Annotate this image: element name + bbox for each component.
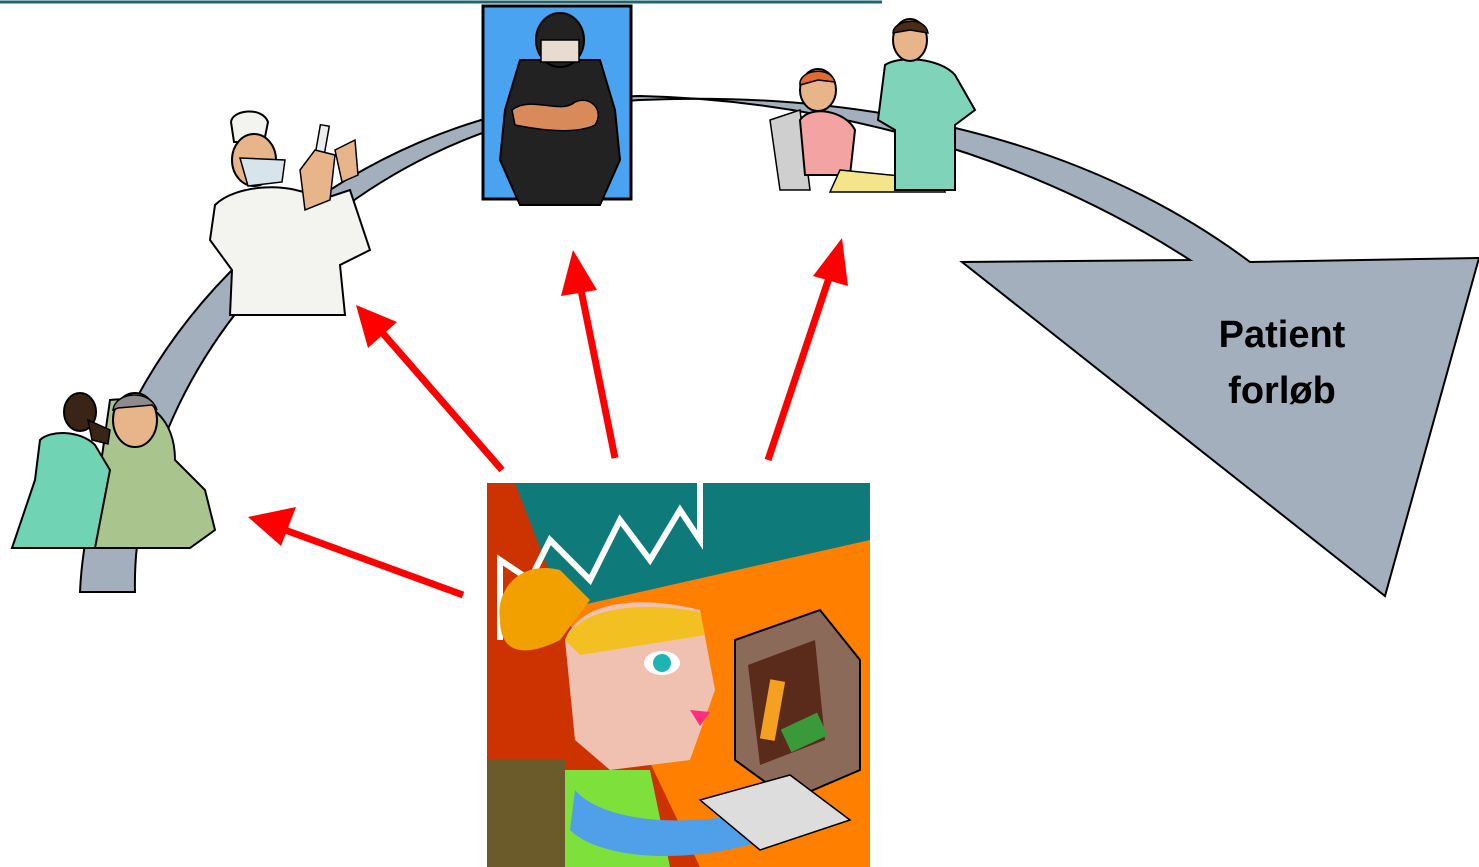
doctor-examining-patient-icon — [12, 393, 215, 548]
arrow-to-vaccination — [356, 305, 502, 470]
arrow-to-examination — [248, 507, 463, 595]
nurse-preparing-syringe-icon — [210, 111, 370, 315]
woman-at-computer-icon — [487, 470, 870, 867]
flow-label-line1: Patient — [1219, 314, 1346, 356]
surgeon-icon — [483, 6, 631, 205]
arrow-to-consultation — [768, 238, 848, 460]
flow-label-line2: forløb — [1228, 370, 1336, 412]
arrow-to-surgery — [561, 250, 615, 458]
